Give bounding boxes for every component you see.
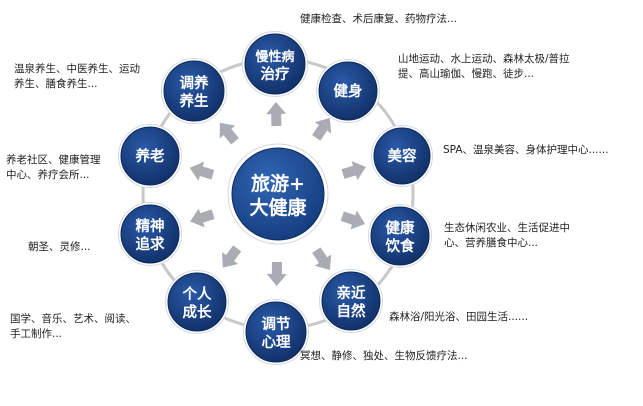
desc-mind-line-1: 冥想、静修、独处、生物反馈疗法...	[300, 350, 468, 362]
desc-diet-line-1: 生态休闲农业、生活促进中	[444, 222, 570, 234]
center-node: 旅游+大健康	[227, 143, 329, 245]
node-wellness-label-2: 养生	[179, 92, 209, 110]
node-diet-label-1: 健康	[386, 219, 415, 237]
desc-wellness: 温泉养生、中医养生、运动 养生、膳食养生...	[14, 62, 140, 92]
node-nature-label-1: 亲近	[337, 284, 366, 302]
arrow-diet	[340, 210, 365, 230]
arrow-beauty	[341, 160, 366, 181]
arrow-nature	[312, 247, 332, 270]
desc-diet-line-2: 心、营养膳食中心...	[444, 237, 539, 249]
node-fitness: 健身	[316, 59, 380, 123]
desc-elderly-line-2: 中心、养疗会所...	[6, 169, 90, 181]
desc-elderly: 养老社区、健康管理 中心、养疗会所...	[6, 153, 101, 183]
node-mind-label-1: 调节	[262, 316, 291, 333]
node-spirit-label-1: 精神	[136, 217, 165, 235]
arrow-wellness	[219, 122, 239, 145]
desc-beauty: SPA、温泉美容、身体护理中心......	[443, 143, 609, 158]
arrow-chronic	[266, 102, 287, 127]
desc-chronic-line-1: 健康检查、术后康复、药物疗法...	[300, 13, 458, 25]
node-beauty: 美容	[371, 125, 433, 187]
desc-nature-line-1: 森林浴/阳光浴、田园生活......	[389, 311, 529, 323]
node-growth-label-1: 个人	[182, 286, 212, 303]
desc-nature: 森林浴/阳光浴、田园生活......	[389, 310, 528, 325]
arrow-growth	[222, 245, 242, 268]
arrow-mind	[266, 261, 287, 286]
node-mind-label-2: 心理	[262, 334, 291, 351]
desc-spirit: 朝圣、灵修...	[28, 240, 91, 255]
node-chronic-label-2: 治疗	[261, 65, 290, 83]
node-beauty-label: 美容	[388, 147, 417, 165]
center-label-1: 旅游+	[251, 172, 305, 195]
node-elderly: 养老	[118, 124, 182, 188]
node-spirit-label-2: 追求	[136, 235, 165, 253]
desc-elderly-line-1: 养老社区、健康管理	[6, 154, 101, 166]
desc-wellness-line-1: 温泉养生、中医养生、运动	[14, 63, 140, 75]
desc-growth: 国学、音乐、艺术、阅读、 手工制作...	[10, 312, 136, 342]
node-growth-label-2: 成长	[183, 303, 212, 321]
desc-fitness: 山地运动、水上运动、森林太极/普拉 提、高山瑜伽、慢跑、徒步...	[398, 52, 570, 82]
desc-fitness-line-2: 提、高山瑜伽、慢跑、徒步...	[398, 68, 535, 80]
node-wellness-label-1: 调养	[180, 74, 209, 92]
node-elderly-label: 养老	[135, 147, 165, 165]
node-chronic-label-1: 慢性病	[255, 49, 294, 65]
desc-wellness-line-2: 养生、膳食养生...	[14, 78, 98, 90]
desc-mind: 冥想、静修、独处、生物反馈疗法...	[300, 349, 468, 364]
desc-chronic: 健康检查、术后康复、药物疗法...	[300, 12, 457, 27]
arrow-spirit	[190, 208, 215, 228]
desc-beauty-line-1: SPA、温泉美容、身体护理中心......	[443, 144, 609, 156]
desc-diet: 生态休闲农业、生活促进中 心、营养膳食中心...	[444, 221, 570, 251]
desc-growth-line-2: 手工制作...	[10, 328, 63, 340]
arrow-elderly	[189, 161, 215, 181]
node-fitness-label: 健身	[334, 82, 363, 100]
desc-growth-line-1: 国学、音乐、艺术、阅读、	[10, 313, 136, 325]
arrow-fitness	[312, 117, 332, 141]
desc-spirit-line-1: 朝圣、灵修...	[28, 241, 91, 253]
node-diet-label-2: 饮食	[385, 237, 415, 255]
node-nature-label-2: 自然	[337, 302, 366, 320]
desc-fitness-line-1: 山地运动、水上运动、森林太极/普拉	[398, 53, 570, 65]
center-label-2: 大健康	[249, 196, 307, 219]
